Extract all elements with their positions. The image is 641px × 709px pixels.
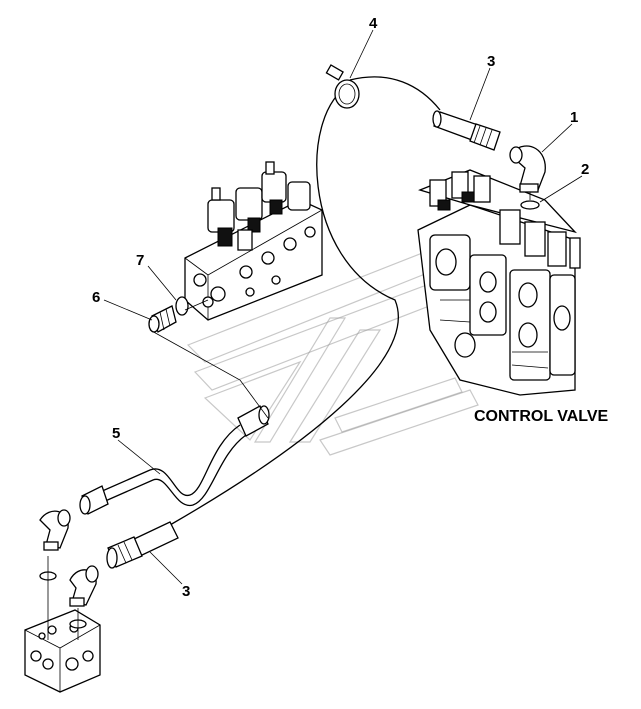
- control-valve-assembly: [417, 169, 581, 396]
- part-3-upper-fitting: [432, 110, 501, 151]
- callout-2: 2: [581, 161, 589, 178]
- part-3-lower-fitting: [106, 521, 179, 569]
- part-2-o-ring: [520, 200, 540, 210]
- callout-7: 7: [136, 252, 144, 269]
- part-5-pipe: [79, 405, 270, 515]
- control-valve-title: CONTROL VALVE: [474, 408, 609, 425]
- solenoid-valve-block: [184, 161, 323, 321]
- callout-3-lower: 3: [182, 583, 190, 600]
- part-1-elbow: [509, 145, 546, 193]
- part-6-fitting: [148, 305, 177, 333]
- lower-elbow-right: [69, 565, 99, 607]
- hose-3-line: [169, 84, 399, 526]
- watermark-logo: [186, 249, 479, 456]
- callout-3-upper: 3: [487, 53, 495, 70]
- valve-spools: [429, 171, 581, 269]
- callout-1: 1: [570, 109, 578, 126]
- alignment-lines: [47, 192, 531, 640]
- callout-5: 5: [112, 425, 120, 442]
- part-4-clamp: [325, 64, 360, 109]
- lower-elbow-left: [39, 509, 71, 551]
- callout-6: 6: [92, 289, 100, 306]
- part-7-o-ring: [175, 296, 189, 316]
- callout-leaders: [103, 29, 583, 585]
- callout-4: 4: [369, 15, 378, 32]
- solenoid-coils: [207, 161, 311, 251]
- hose-3-upper-line: [349, 76, 441, 111]
- manifold-block: [24, 609, 101, 693]
- valve-sections: [429, 234, 576, 381]
